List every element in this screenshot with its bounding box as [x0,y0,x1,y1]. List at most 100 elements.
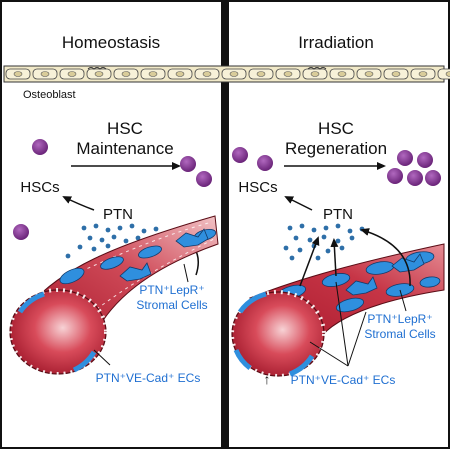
osteoblast-cells [5,68,450,80]
osteoblast-nucleus [283,71,293,77]
osteoblast-nucleus [418,71,428,77]
right-stromal-label-line1: PTN⁺LepR⁺ [367,312,432,326]
osteoblast-projection [307,67,327,70]
right-panel: Irradiation HSC Regeneration HSCs PTN [230,33,445,387]
right-stromal-cells [345,253,425,296]
right-endothelial-cells [277,251,441,313]
left-stromal-label-line2: Stromal Cells [136,298,207,312]
osteoblast-cell [437,68,450,80]
right-lumen-ec-segment [237,291,267,314]
ptn-molecule [299,223,305,229]
ptn-molecule [105,243,111,249]
ptn-molecule [325,248,331,254]
left-process-label-line1: HSC [107,119,143,138]
left-stromal-pointer [183,263,189,283]
osteoblast-nucleus [148,71,158,77]
osteoblast-projection [87,67,107,70]
osteoblast-nucleus [121,71,131,77]
ptn-molecule [87,235,93,241]
right-stromal-pointer [399,289,407,312]
ptn-molecule [297,247,303,253]
ptn-molecule [347,228,353,234]
ptn-molecule [335,223,341,229]
left-ec-pointer [93,349,111,366]
hsc-cell [180,156,196,172]
ptn-molecule [349,235,355,241]
left-panel-title: Homeostasis [62,33,160,52]
right-process-label-line1: HSC [318,119,354,138]
panel-divider [221,0,229,449]
ptn-molecule [283,245,289,251]
ptn-molecule [339,245,345,251]
ptn-molecule [293,235,299,241]
ptn-molecule [81,225,87,231]
right-process-label-line2: Regeneration [285,139,387,158]
osteoblast-nucleus [391,71,401,77]
ptn-molecule [91,246,97,252]
ptn-molecule [323,225,329,231]
right-hscs-label: HSCs [238,179,277,196]
osteoblast-nucleus [445,71,450,77]
ptn-molecule [335,238,341,244]
osteoblast-nucleus [310,71,320,77]
left-process-label-line2: Maintenance [76,139,173,158]
right-ec-label: PTN⁺VE-Cad⁺ ECs [291,373,396,387]
ptn-molecule [123,238,129,244]
right-lumen-ec-segment [233,348,252,371]
left-panel: Homeostasis HSC Maintenance HSCs PTN [8,33,219,385]
ptn-molecule [93,223,99,229]
ptn-molecule [105,227,111,233]
hsc-cell [13,224,29,240]
ptn-molecule [287,225,293,231]
osteoblast-nucleus [40,71,50,77]
left-hscs-label: HSCs [20,179,59,196]
right-arrow-stromal-to-ptn [360,228,411,287]
left-stromal-cells [119,228,209,282]
osteoblast-nucleus [175,71,185,77]
bone-layer [3,65,450,83]
osteoblast-nucleus [13,71,23,77]
expanded-hsc-cluster [387,150,441,186]
ptn-molecule [289,255,295,261]
osteoblast-nucleus [94,71,104,77]
ptn-molecule [99,237,105,243]
hsc-cell [257,155,273,171]
right-ptn-dots [283,223,365,261]
ptn-molecule [307,237,313,243]
right-panel-title: Irradiation [298,33,374,52]
osteoblast-nucleus [67,71,77,77]
ptn-molecule [129,223,135,229]
right-arrow-to-hscs [284,196,313,211]
right-lumen-cell-ring [230,290,326,378]
ptn-molecule [141,228,147,234]
hsc-cell [32,139,48,155]
ec-increase-arrow: ↑ [264,371,271,387]
osteoblast-nucleus [256,71,266,77]
left-lumen-ec-segment [17,291,45,314]
right-ec-pointers [309,281,367,367]
ptn-molecule [153,226,159,232]
ptn-molecule [321,234,327,240]
left-ptn-label: PTN [103,206,133,223]
right-ptn-label: PTN [323,206,353,223]
left-arrow-to-hscs [62,196,95,211]
osteoblast-nucleus [202,71,212,77]
ptn-molecule [135,235,141,241]
osteoblast-label: Osteoblast [23,89,76,101]
left-ec-label: PTN⁺VE-Cad⁺ ECs [96,371,201,385]
ptn-molecule [77,244,83,250]
ptn-molecule [311,227,317,233]
right-arrow-ec-to-ptn [299,236,320,287]
osteoblast-nucleus [229,71,239,77]
hsc-cell [196,171,212,187]
osteoblast-nucleus [364,71,374,77]
right-lumen-ec-segment [289,354,315,377]
left-vessel-cell-border [61,221,213,281]
right-arrow-ec-to-ptn [330,238,339,277]
left-lumen-ec-segment [72,350,97,373]
ptn-molecule [65,253,71,259]
ptn-molecule [111,234,117,240]
right-stromal-label-line2: Stromal Cells [364,327,435,341]
osteoblast-nucleus [337,71,347,77]
